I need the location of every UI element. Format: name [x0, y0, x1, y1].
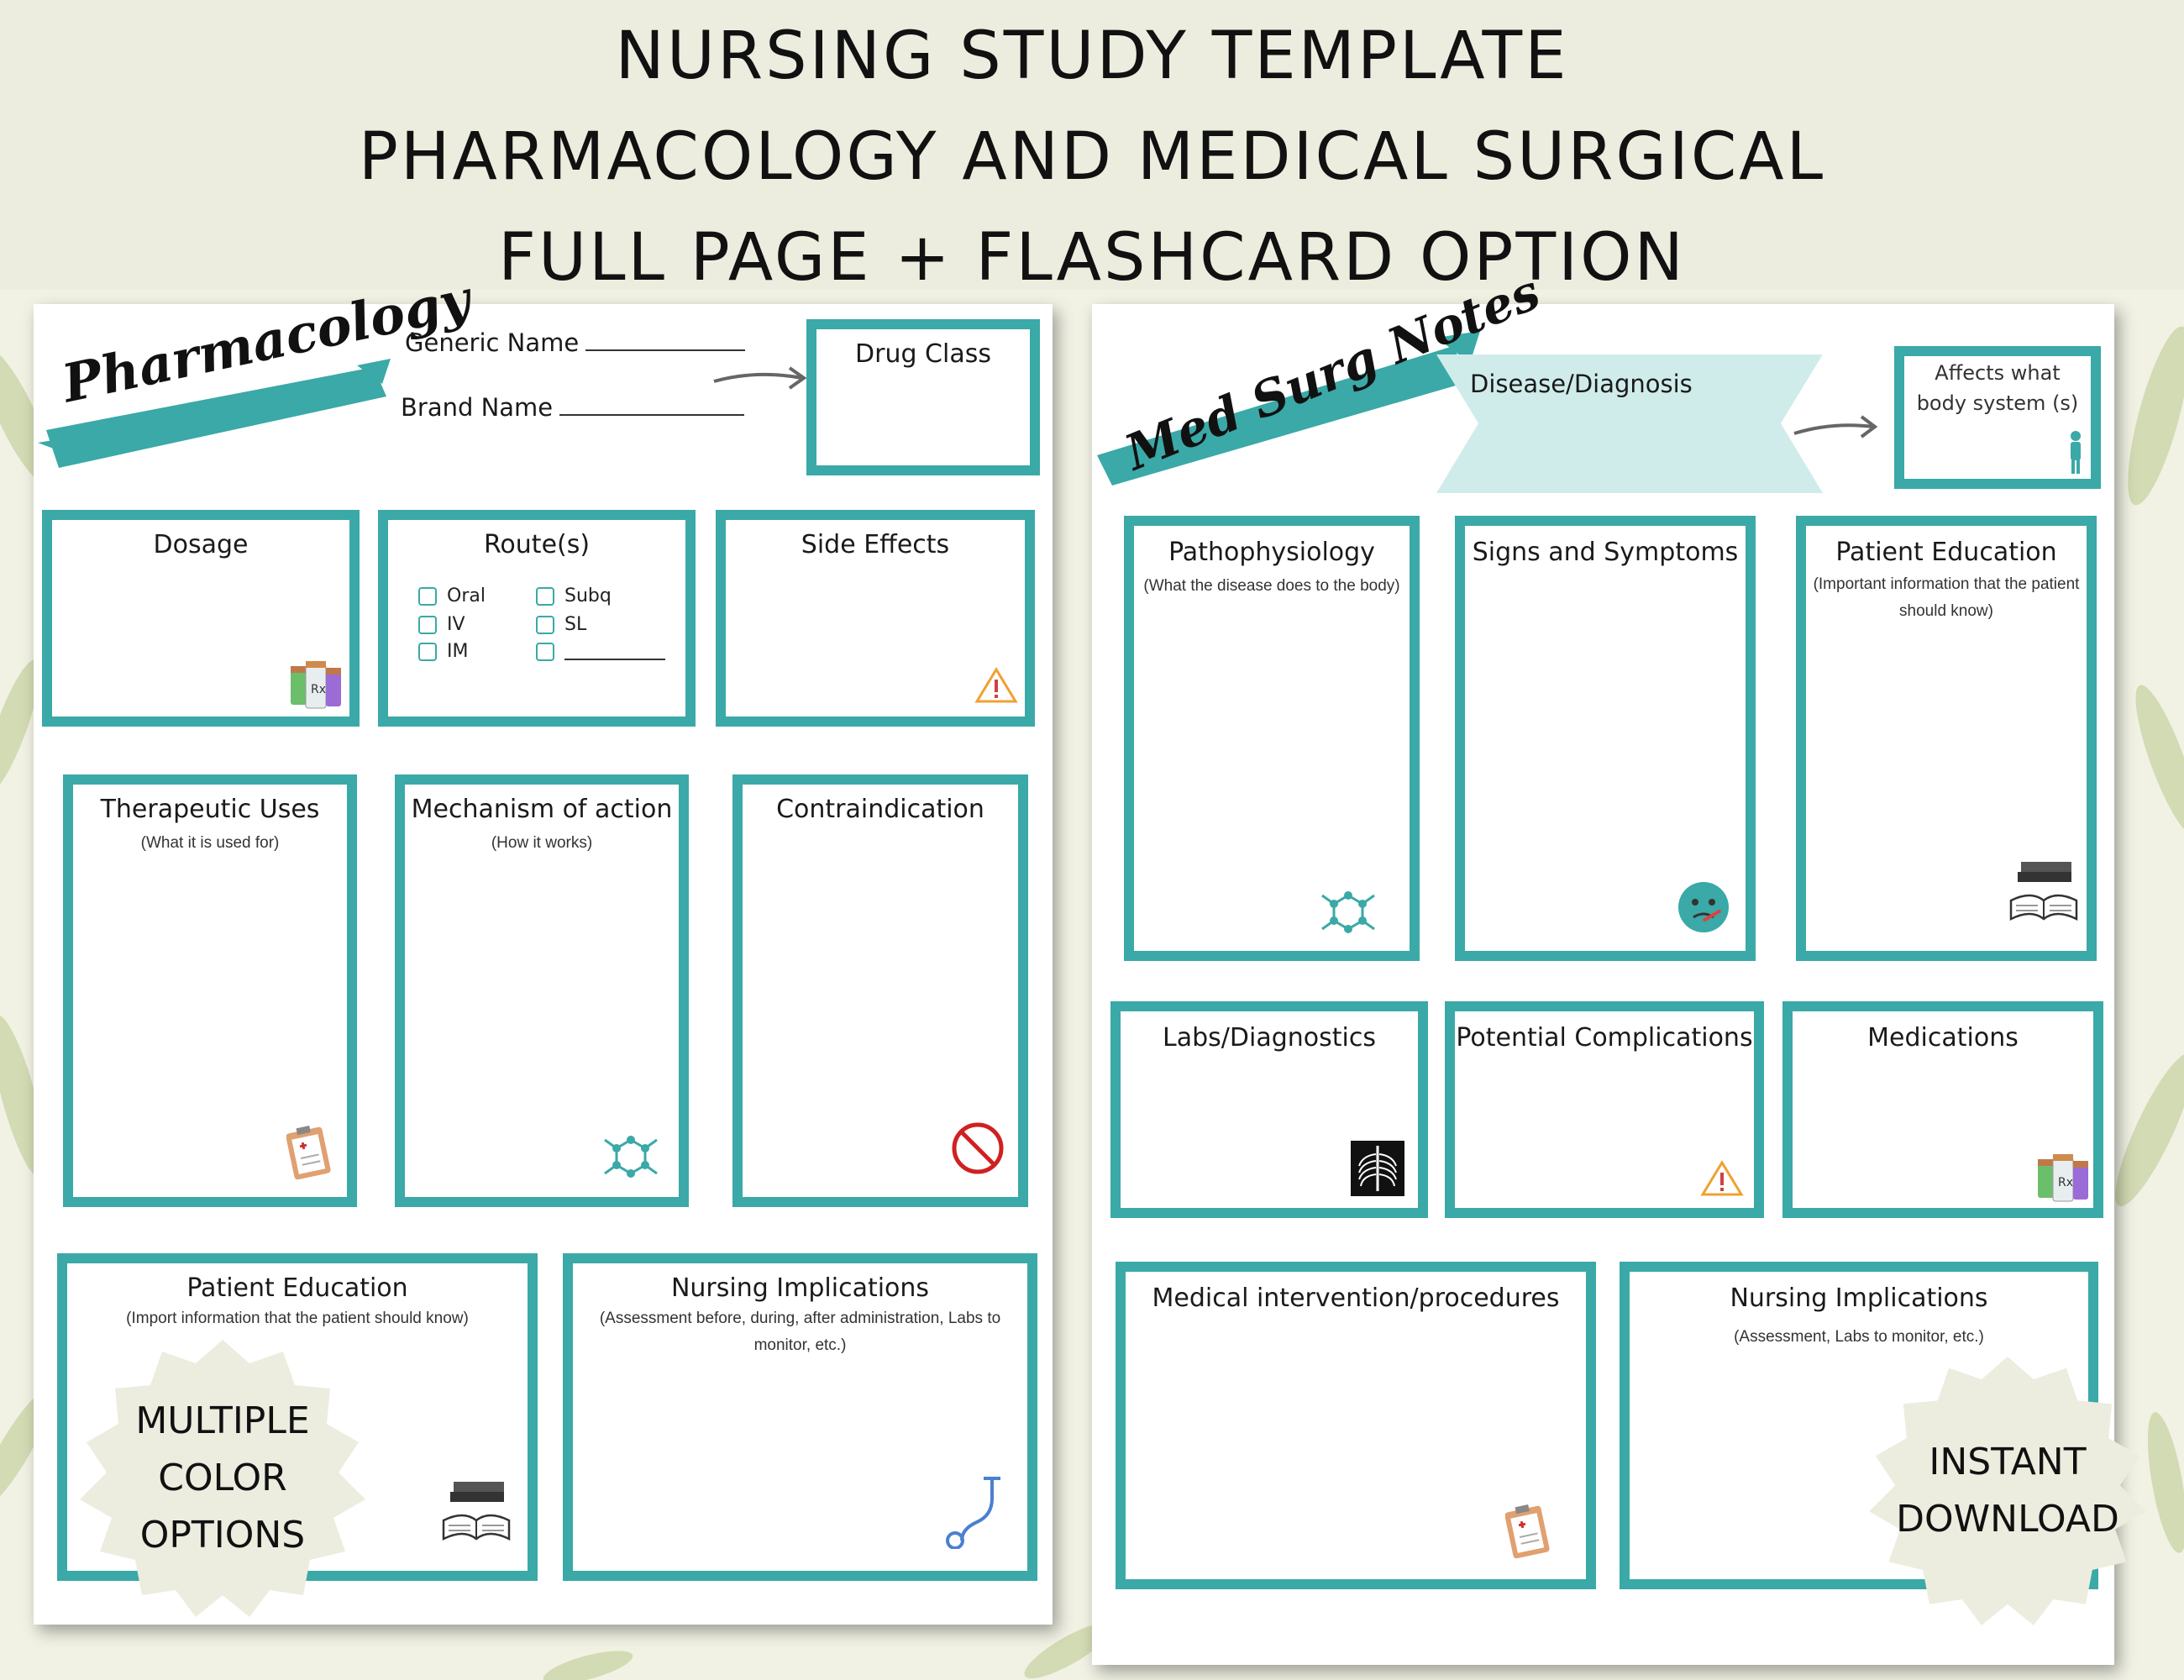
therapeutic-uses-sub: (What it is used for)	[140, 834, 280, 852]
arrow-icon	[713, 366, 807, 390]
side-effects-label: Side Effects	[801, 530, 950, 559]
checkbox[interactable]	[536, 587, 554, 606]
pathophysiology-sub: (What the disease does to the body)	[1143, 577, 1400, 595]
labs-diagnostics-box[interactable]: Labs/Diagnostics	[1110, 1001, 1428, 1218]
potential-complications-box[interactable]: Potential Complications	[1445, 1001, 1764, 1218]
nursing-implications-sub: (Assessment before, during, after admini…	[599, 1310, 1001, 1354]
drug-class-box[interactable]: Drug Class	[806, 319, 1040, 475]
brand-name-field[interactable]: Brand Name	[401, 392, 745, 422]
checkbox[interactable]	[418, 643, 437, 661]
disease-label: Disease/Diagnosis	[1470, 370, 1693, 398]
nursing-implications-label: Nursing Implications	[1730, 1284, 1988, 1313]
banner-title-line2: PHARMACOLOGY AND MEDICAL SURGICAL	[358, 119, 1826, 195]
books-icon	[442, 1482, 511, 1541]
molecule-icon	[604, 1136, 658, 1178]
svg-text:Rx: Rx	[2058, 1176, 2073, 1189]
therapeutic-uses-label: Therapeutic Uses	[100, 795, 320, 824]
signs-symptoms-label: Signs and Symptoms	[1472, 538, 1739, 567]
routes-label: Route(s)	[483, 530, 591, 559]
generic-name-field[interactable]: Generic Name	[405, 328, 746, 357]
mechanism-sub: (How it works)	[491, 834, 593, 852]
patient-education-sub-1: (Important information that the patient	[1813, 575, 2080, 593]
route-oral[interactable]: Oral	[418, 585, 486, 606]
pharmacology-page: Pharmacology Generic Name Brand Name Dru…	[34, 268, 1053, 1625]
route-im[interactable]: IM	[418, 641, 468, 662]
drug-class-label: Drug Class	[855, 339, 991, 369]
checkbox[interactable]	[418, 616, 437, 634]
side-effects-box[interactable]: Side Effects	[716, 510, 1035, 727]
dosage-label: Dosage	[153, 530, 249, 559]
affects-line2: body system (s)	[1916, 391, 2079, 415]
prohibited-icon	[952, 1122, 1004, 1174]
therapeutic-uses-box[interactable]: Therapeutic Uses (What it is used for)	[63, 774, 357, 1207]
route-subq[interactable]: Subq	[536, 585, 612, 606]
clipboard-icon	[1505, 1504, 1550, 1559]
checkbox[interactable]	[536, 643, 554, 661]
medicine-bottles-icon: Rx	[2038, 1154, 2088, 1202]
warning-icon	[974, 667, 1018, 703]
labs-diagnostics-label: Labs/Diagnostics	[1163, 1023, 1376, 1053]
route-other-blank[interactable]	[564, 643, 665, 660]
leaf-background	[0, 326, 2184, 1680]
nursing-implications-box[interactable]: Nursing Implications (Assessment before,…	[563, 1253, 1037, 1581]
sick-face-icon	[1678, 882, 1729, 932]
patient-education-sub-2: should know)	[1899, 602, 1993, 620]
banner-title-line1: NURSING STUDY TEMPLATE	[615, 18, 1569, 94]
badge-text: INSTANT DOWNLOAD	[1896, 1441, 2119, 1541]
patient-education-label: Patient Education	[186, 1273, 408, 1303]
generic-name-label: Generic Name	[405, 328, 580, 357]
nursing-implications-label: Nursing Implications	[670, 1273, 930, 1303]
warning-icon	[1700, 1160, 1744, 1196]
pathophysiology-box[interactable]: Pathophysiology (What the disease does t…	[1124, 516, 1420, 961]
badge-text: MULTIPLE COLOR OPTIONS	[135, 1399, 310, 1557]
nursing-implications-sub: (Assessment, Labs to monitor, etc.)	[1734, 1328, 1984, 1346]
body-figure-icon	[2071, 431, 2081, 474]
badge-starburst	[80, 1340, 365, 1617]
mechanism-box[interactable]: Mechanism of action (How it works)	[395, 774, 689, 1207]
stethoscope-icon	[946, 1477, 1000, 1549]
affects-line1: Affects what	[1935, 361, 2061, 385]
pathophysiology-label: Pathophysiology	[1168, 538, 1375, 567]
books-icon	[2009, 862, 2078, 921]
contraindication-box[interactable]: Contraindication	[732, 774, 1028, 1207]
checkbox[interactable]	[536, 616, 554, 634]
banner-title-line3: FULL PAGE + FLASHCARD OPTION	[498, 220, 1686, 296]
patient-education-sub: (Import information that the patient sho…	[126, 1310, 469, 1327]
medications-label: Medications	[1867, 1023, 2019, 1053]
arrow-icon	[1793, 415, 1878, 438]
medications-box[interactable]: Medications Rx	[1782, 1001, 2103, 1218]
route-sl[interactable]: SL	[536, 614, 586, 635]
route-iv[interactable]: IV	[418, 614, 465, 635]
molecule-icon	[1321, 891, 1375, 933]
patient-education-box[interactable]: Patient Education (Important information…	[1796, 516, 2097, 961]
badge-starburst	[1869, 1357, 2146, 1625]
brand-name-blank[interactable]	[559, 392, 745, 416]
mechanism-label: Mechanism of action	[411, 795, 673, 824]
routes-box[interactable]: Route(s) Oral IV IM Subq SL	[378, 510, 696, 727]
brand-name-label: Brand Name	[401, 393, 554, 422]
contraindication-label: Contraindication	[776, 795, 984, 824]
instant-download-badge: INSTANT DOWNLOAD	[1861, 1357, 2155, 1625]
disease-ribbon	[1436, 354, 1823, 493]
checkbox[interactable]	[418, 587, 437, 606]
dosage-box[interactable]: Dosage Rx	[42, 510, 360, 727]
banner: NURSING STUDY TEMPLATE PHARMACOLOGY AND …	[0, 0, 2184, 296]
route-other[interactable]	[536, 641, 665, 662]
patient-education-label: Patient Education	[1835, 538, 2057, 567]
medical-interventions-box[interactable]: Medical intervention/procedures	[1116, 1262, 1596, 1589]
signs-symptoms-box[interactable]: Signs and Symptoms	[1455, 516, 1756, 961]
title-brush-stroke	[38, 359, 391, 468]
xray-icon	[1351, 1141, 1404, 1196]
medicine-bottles-icon: Rx	[291, 661, 341, 709]
medical-interventions-label: Medical intervention/procedures	[1152, 1284, 1560, 1313]
clipboard-icon	[286, 1126, 331, 1180]
affects-body-system-box[interactable]: Affects what body system (s)	[1894, 346, 2101, 489]
generic-name-blank[interactable]	[585, 328, 746, 351]
potential-complications-label: Potential Complications	[1456, 1023, 1753, 1053]
svg-text:Rx: Rx	[311, 683, 326, 696]
color-options-badge: MULTIPLE COLOR OPTIONS	[71, 1340, 374, 1617]
